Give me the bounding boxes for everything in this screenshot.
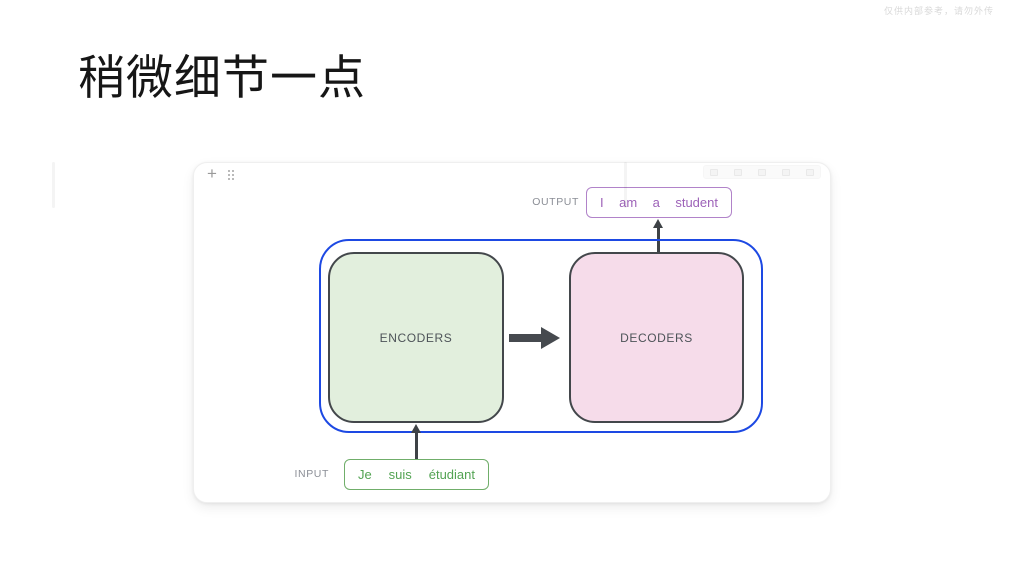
right-resize-handle[interactable] xyxy=(624,162,627,208)
encoder-to-decoder-arrow xyxy=(509,334,542,342)
input-label: INPUT xyxy=(294,468,329,480)
encoder-to-decoder-arrowhead xyxy=(541,327,560,349)
output-token: a xyxy=(652,195,660,210)
output-token: student xyxy=(675,195,718,210)
diagram-canvas-card: + OUTPUT I am a student ENCODERS DECODER… xyxy=(193,162,831,503)
input-to-encoder-arrow xyxy=(415,432,418,459)
unknown-faint-icon[interactable] xyxy=(758,168,766,176)
input-to-encoder-arrowhead xyxy=(411,424,421,433)
input-token: suis xyxy=(388,467,412,482)
input-token: étudiant xyxy=(428,467,475,482)
add-block-button[interactable]: + xyxy=(207,164,217,183)
output-label: OUTPUT xyxy=(532,196,579,208)
drag-handle-icon[interactable] xyxy=(228,170,234,180)
decoders-box: DECODERS xyxy=(569,252,744,423)
unknown-faint-icon[interactable] xyxy=(734,168,742,176)
input-token-box: Je suis étudiant xyxy=(344,459,489,490)
output-token: I xyxy=(600,195,604,210)
decoders-label: DECODERS xyxy=(620,330,693,345)
unknown-faint-icon[interactable] xyxy=(710,168,718,176)
transformer-container-outline xyxy=(319,239,763,433)
unknown-faint-icon[interactable] xyxy=(782,168,790,176)
encoders-box: ENCODERS xyxy=(328,252,504,423)
output-token-box: I am a student xyxy=(586,187,732,218)
watermark-text: 仅供内部参考，请勿外传 xyxy=(883,7,994,17)
input-token: Je xyxy=(358,467,372,482)
unknown-faint-icon[interactable] xyxy=(806,168,814,176)
encoders-label: ENCODERS xyxy=(379,330,453,345)
canvas-toolbar[interactable] xyxy=(703,165,821,179)
output-token: am xyxy=(619,195,638,210)
decoder-to-output-arrowhead xyxy=(653,219,663,228)
slide-title: 稍微细节一点 xyxy=(78,51,366,106)
left-resize-handle[interactable] xyxy=(52,162,55,208)
